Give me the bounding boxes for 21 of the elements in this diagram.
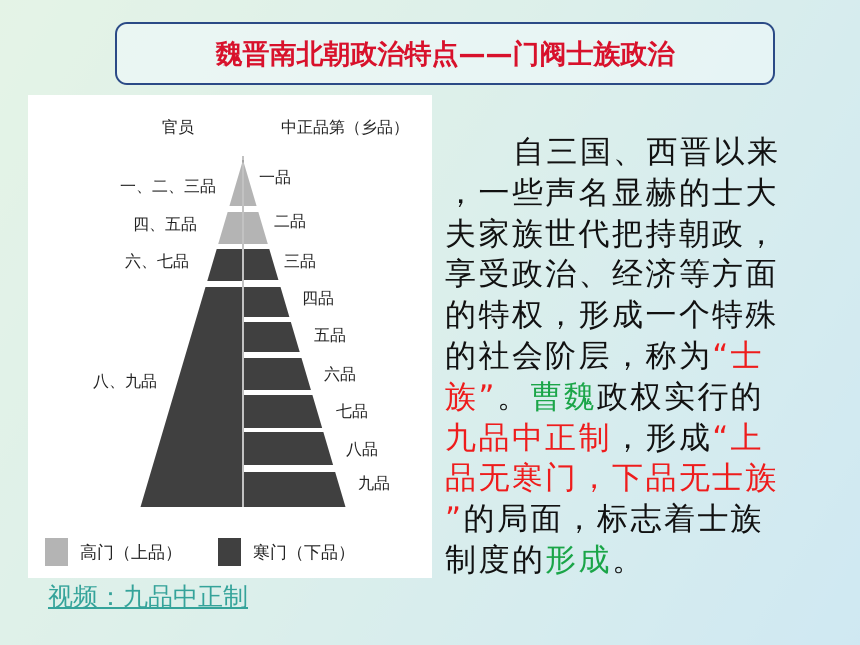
grade-label: 八、九品 — [93, 372, 157, 392]
grade-label: 五品 — [314, 326, 346, 346]
grade-label: 一、二、三品 — [120, 176, 216, 198]
grade-label: 八品 — [346, 440, 378, 460]
legend-label: 寒门（下品） — [253, 542, 355, 564]
grade-label: 七品 — [336, 402, 368, 422]
legend-label: 高门（上品） — [80, 542, 182, 564]
grade-label: 四、五品 — [133, 214, 197, 236]
title-box — [115, 22, 775, 85]
grade-label: 六品 — [324, 364, 356, 386]
video-link: 视频：九品中正制 — [48, 581, 248, 613]
grade-label: 六、七品 — [125, 252, 189, 272]
grade-label: 三品 — [284, 252, 316, 272]
grade-label: 一品 — [259, 168, 291, 188]
paragraph-text: 自三国、西晋以来，一些声名显赫的士大夫家族世代把持朝政，享受政治、经济等方面的特权，形成一个特殊的社会阶层，称为“士族”。曹魏政权实行的 九品中正制，形成“上品无寒门，下品无士族”的局面，标志着士族制度的形成。 — [445, 133, 782, 580]
title-text: 魏晋南北朝政治特点——门阀士族政治 — [216, 38, 674, 72]
grade-label: 四品 — [302, 288, 334, 310]
column-heading: 中正品第（乡品） — [281, 118, 409, 138]
grade-label: 二品 — [274, 212, 306, 232]
grade-label: 九品 — [358, 474, 390, 494]
column-heading: 官员 — [162, 118, 194, 138]
